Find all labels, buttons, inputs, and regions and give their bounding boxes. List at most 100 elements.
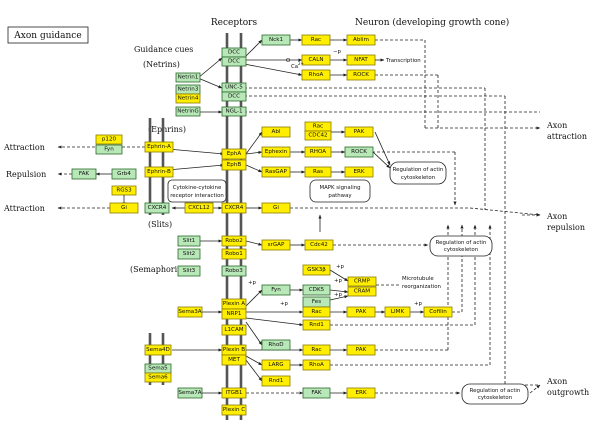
axon-outgrowth-label-1: Axon	[546, 377, 567, 386]
sema6-label: Sema6	[148, 375, 168, 381]
axon-outgrowth-label-2: outgrowth	[547, 388, 589, 397]
reg-actin-2-label-b: cytoskeleton	[444, 247, 478, 253]
ephb-label: EphB	[227, 162, 242, 168]
ephexin-label: Ephexin	[265, 149, 288, 155]
slit2-label: Slit2	[183, 251, 195, 257]
pak-3-label: PAK	[356, 347, 367, 353]
axon-attraction-label-2: attraction	[547, 132, 587, 141]
sema4d-sema7a-section: Sema4D Sema5 Sema6 Plexin B MET Rac PAK …	[144, 344, 529, 416]
p-label-5: +p	[280, 301, 289, 307]
nfat-label: NFAT	[354, 57, 368, 63]
reg-actin-1-label-b: cytoskeleton	[401, 175, 435, 181]
slit1-label: Slit1	[183, 238, 196, 244]
netrin3-label: Netrin3	[178, 87, 199, 93]
attraction-label-2: Attraction	[3, 204, 45, 213]
rac-1-label: Rac	[311, 37, 321, 43]
crmp-label: CRMP	[354, 279, 371, 285]
plexin-a-label: Plexin A	[223, 301, 245, 307]
pak-1-label: PAK	[354, 129, 365, 135]
axon-repulsion-label-1: Axon	[546, 212, 567, 221]
robo1-label: Robo1	[225, 251, 243, 257]
netrins-label: (Netrins)	[143, 60, 180, 69]
dcc-3-label: DCC	[228, 94, 240, 100]
ablim-label: Ablim	[353, 37, 369, 43]
mapk-label-2: pathway	[328, 193, 352, 199]
reg-actin-3-label-a: Regulation of actin	[470, 388, 521, 394]
slits-label: (Slits)	[148, 220, 172, 229]
plexin-c-label: Plexin C	[223, 407, 245, 413]
sema4d-label: Sema4D	[146, 347, 170, 353]
met-label: MET	[228, 357, 240, 363]
ck-label-1: Cytokine-cytokine	[173, 185, 222, 191]
cxcr4-right-label: CXCR4	[225, 205, 244, 211]
nrp1-label: NRP1	[226, 311, 241, 317]
ephrin-b-label: Ephrin-B	[147, 169, 171, 175]
ck-label-2: receptor interaction	[170, 193, 224, 199]
cxcr4-left-label: CXCR4	[148, 205, 167, 211]
p-label-1: +p	[336, 264, 345, 270]
rnd1-2-label: Rnd1	[269, 378, 284, 384]
netrin-section: DCC DCC Netrin1 Netrin3 Netrin4 NetrinG …	[175, 34, 421, 117]
rock-1-label: ROCK	[353, 72, 369, 78]
ca-label: Ca	[291, 64, 298, 70]
itgb1-label: ITGB1	[226, 390, 243, 396]
abl-label: Abl	[272, 129, 281, 135]
sema5-label: Sema5	[148, 366, 168, 372]
fak-label: FAK	[79, 171, 90, 177]
netrin4-label: Netrin4	[178, 96, 199, 102]
reg-actin-2-label-a: Regulation of actin	[436, 240, 487, 246]
rac-3-label: Rac	[311, 309, 321, 315]
slit3-label: Slit3	[183, 268, 196, 274]
ephrin-a-label: Ephrin-A	[147, 144, 171, 150]
rnd1-1-label: Rnd1	[309, 322, 324, 328]
fyn-2-label: Fyn	[271, 287, 281, 293]
dcc-2-label: DCC	[228, 59, 240, 65]
p-label-6: +p	[414, 301, 423, 307]
rock-2-label: ROCK	[351, 149, 367, 155]
o-label: O	[286, 58, 290, 64]
rhoa-2-label: RHOA	[310, 149, 326, 155]
ca-sup-label: 2+	[298, 61, 304, 66]
netrin-g-label: NetrinG	[177, 109, 199, 115]
outputs: Attraction Repulsion Attraction Axon att…	[3, 121, 589, 397]
plexin-b-label: Plexin B	[223, 347, 245, 353]
rhoa-3-label: RhoA	[309, 362, 324, 368]
robo3-label: Robo3	[225, 268, 243, 274]
guidance-cues-label: Guidance cues	[134, 45, 193, 54]
p-label-4: +p	[248, 280, 257, 286]
epha-label: EphA	[227, 151, 242, 157]
robo2-label: Robo2	[225, 238, 243, 244]
ngl1-label: NGL-1	[225, 109, 243, 115]
sema7a-label: Sema7A	[178, 390, 201, 396]
ephrins-label: (Ephrins)	[148, 125, 186, 134]
cdc42-2-label: Cdc42	[310, 242, 328, 248]
cdc42-1-label: CDC42	[308, 133, 327, 139]
erk-1-label: ERK	[353, 169, 364, 175]
rgs3-label: RGS3	[116, 188, 132, 194]
grb4-label: Grb4	[117, 171, 131, 177]
ephrin-section: p120 Fyn Ephrin-A FAK Grb4 Ephrin-B RGS3…	[71, 121, 447, 214]
rhod-label: RhoD	[268, 342, 283, 348]
p-label-2: +p	[334, 278, 343, 284]
rac-2-label: Rac	[313, 124, 323, 130]
larg-label: LARG	[268, 362, 283, 368]
fak-2-label: FAK	[311, 390, 322, 396]
microtubule-label-1: Microtubule	[402, 276, 434, 282]
rac-4-label: Rac	[311, 347, 321, 353]
axon-repulsion-label-2: repulsion	[547, 223, 585, 232]
receptors-header: Receptors	[211, 18, 258, 28]
p-label-3: +p	[334, 292, 343, 298]
dcc-1-label: DCC	[228, 50, 240, 56]
cxcl12-label: CXCL12	[188, 205, 209, 211]
netrin1-label: Netrin1	[178, 75, 199, 81]
rhoa-1-label: RhoA	[309, 72, 324, 78]
sema3a-label: Sema3A	[178, 309, 201, 315]
nck1-label: Nck1	[269, 37, 283, 43]
srgap-label: srGAP	[268, 242, 285, 248]
connectors	[57, 38, 541, 395]
cram-label: CRAM	[354, 289, 370, 295]
minus-p-label: −p	[333, 49, 342, 55]
caln-label: CALN	[308, 57, 323, 63]
pak-2-label: PAK	[356, 309, 367, 315]
l1cam-label: L1CAM	[224, 327, 243, 333]
